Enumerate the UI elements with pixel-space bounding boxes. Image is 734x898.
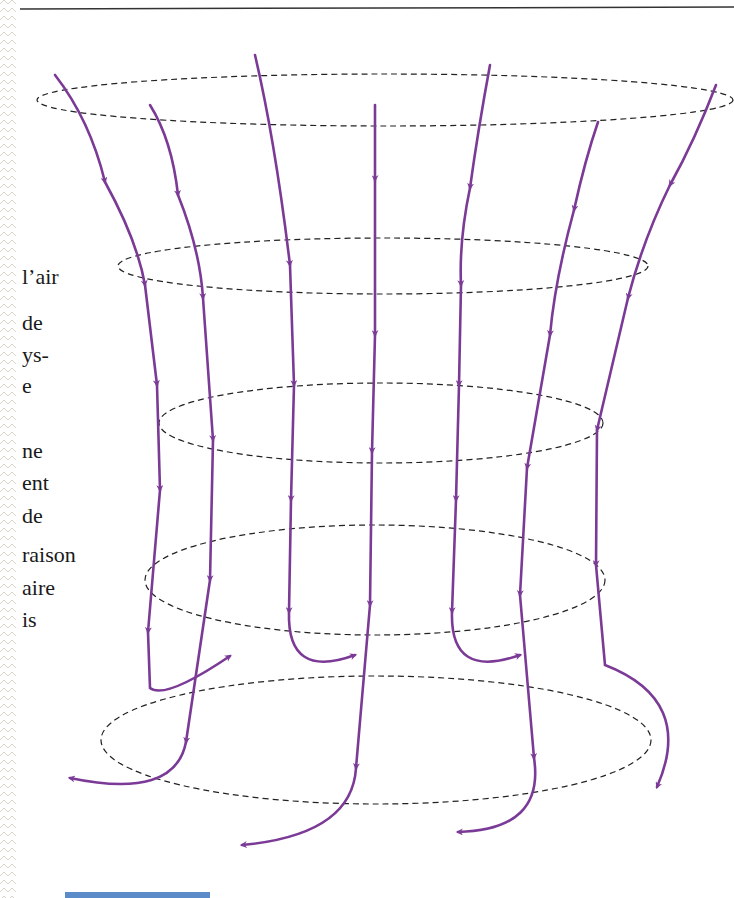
dashed-ellipses xyxy=(37,74,733,804)
text-fragment: aire xyxy=(22,575,55,601)
text-fragment: de xyxy=(22,310,43,336)
streamlines xyxy=(55,55,716,845)
text-fragment: ys- xyxy=(22,342,49,368)
text-fragment: raison xyxy=(22,542,76,568)
text-fragment: ne xyxy=(22,438,43,464)
page-margin xyxy=(0,0,18,898)
text-fragment: e xyxy=(22,373,32,399)
text-fragment: is xyxy=(22,607,37,633)
text-fragment: ent xyxy=(22,470,49,496)
text-fragment: de xyxy=(22,503,43,529)
blue-bar xyxy=(65,892,210,898)
text-fragment: l’air xyxy=(22,264,59,290)
top-rule xyxy=(20,7,734,9)
